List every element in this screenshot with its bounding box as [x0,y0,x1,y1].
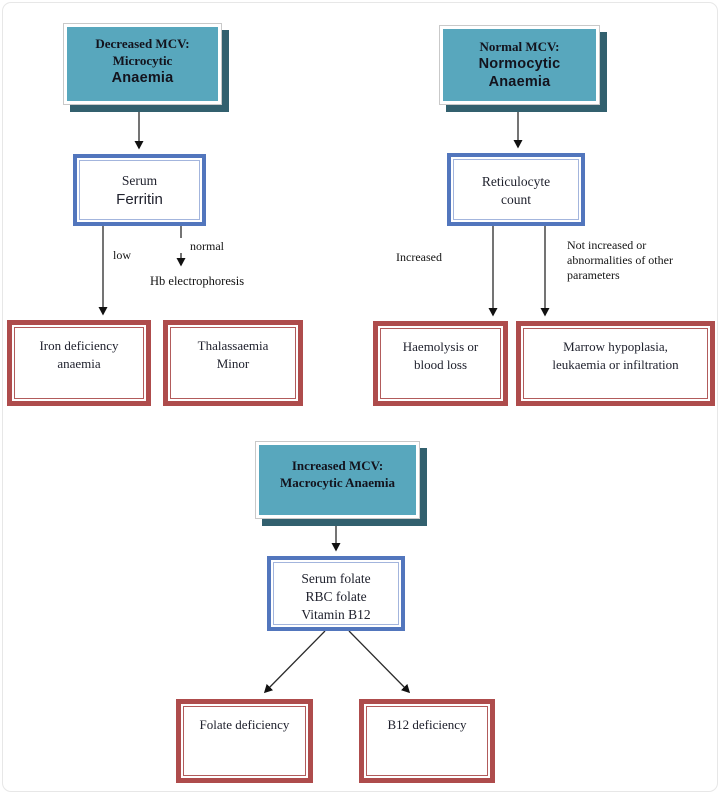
outcome-line: B12 deficiency [387,717,467,732]
header-line: Anaemia [111,70,174,86]
edge-label-increased: Increased [396,250,442,264]
arrow-folate-tests-to-folate-deficiency [263,630,326,694]
edge-label-hb-electrophoresis: Hb electrophoresis [150,274,245,288]
test-line: RBC folate [305,589,367,604]
test-box-folate-b12: Serum folate RBC folate Vitamin B12 [267,556,405,631]
header-line: Normal MCV: [479,39,560,54]
outcome-line: Marrow hypoplasia, [563,339,668,354]
header-line: Microcytic [112,53,173,68]
header-box-normocytic-anaemia: Normal MCV: Normocytic Anaemia [439,25,600,105]
outcome-line: Folate deficiency [199,717,290,732]
test-line: Serum [121,173,158,188]
test-line: Reticulocyte [481,174,551,189]
outcome-box-inner: Haemolysis or blood loss [380,328,501,399]
edge-label-not-increased: Not increased or abnormalities of other … [567,238,673,282]
test-box-inner: Reticulocyte count [453,159,579,220]
outcome-line: blood loss [413,356,468,372]
header-box-macrocytic-anaemia: Increased MCV: Macrocytic Anaemia [255,441,420,519]
outcome-box-iron-deficiency-anaemia: Iron deficiency anaemia [7,320,151,406]
outcome-box-folate-deficiency: Folate deficiency [176,699,313,783]
outcome-line: Thalassaemia [197,338,269,353]
outcome-box-inner: Folate deficiency [183,706,306,776]
test-line: Vitamin B12 [301,607,371,622]
outcome-line: Iron deficiency [39,338,119,353]
outcome-box-inner: Iron deficiency anaemia [14,327,144,399]
header-box-fill: Decreased MCV: Microcytic Anaemia [67,27,218,101]
arrow-folate-tests-to-b12-deficiency [348,630,411,694]
test-box-inner: Serum Ferritin [79,160,200,220]
outcome-box-inner: Marrow hypoplasia, leukaemia or infiltra… [523,328,708,399]
outcome-line: anaemia [57,355,101,371]
header-box-fill: Increased MCV: Macrocytic Anaemia [259,445,416,515]
header-line: Decreased MCV: [95,36,190,51]
outcome-box-thalassaemia-minor: Thalassaemia Minor [163,320,303,406]
outcome-line: Minor [216,355,250,371]
test-box-serum-ferritin: Serum Ferritin [73,154,206,226]
header-box-microcytic-anaemia: Decreased MCV: Microcytic Anaemia [63,23,222,105]
test-line: Ferritin [116,191,163,208]
header-line: Macrocytic Anaemia [280,475,395,490]
outcome-line: Haemolysis or [402,339,479,354]
edge-label-normal: normal [190,239,224,253]
edge-label-low: low [113,248,131,262]
header-line: Increased MCV: [291,458,384,473]
outcome-box-b12-deficiency: B12 deficiency [359,699,495,783]
test-box-reticulocyte-count: Reticulocyte count [447,153,585,226]
header-line: Normocytic [478,56,561,72]
test-box-inner: Serum folate RBC folate Vitamin B12 [273,562,399,625]
outcome-box-inner: B12 deficiency [366,706,488,776]
test-line: Serum folate [301,571,371,586]
outcome-box-haemolysis-blood-loss: Haemolysis or blood loss [373,321,508,406]
outcome-line: leukaemia or infiltration [552,356,679,372]
header-line: Anaemia [488,74,551,90]
outcome-box-marrow-hypoplasia: Marrow hypoplasia, leukaemia or infiltra… [516,321,715,406]
header-box-fill: Normal MCV: Normocytic Anaemia [443,29,596,101]
test-line: count [501,192,531,207]
outcome-box-inner: Thalassaemia Minor [170,327,296,399]
